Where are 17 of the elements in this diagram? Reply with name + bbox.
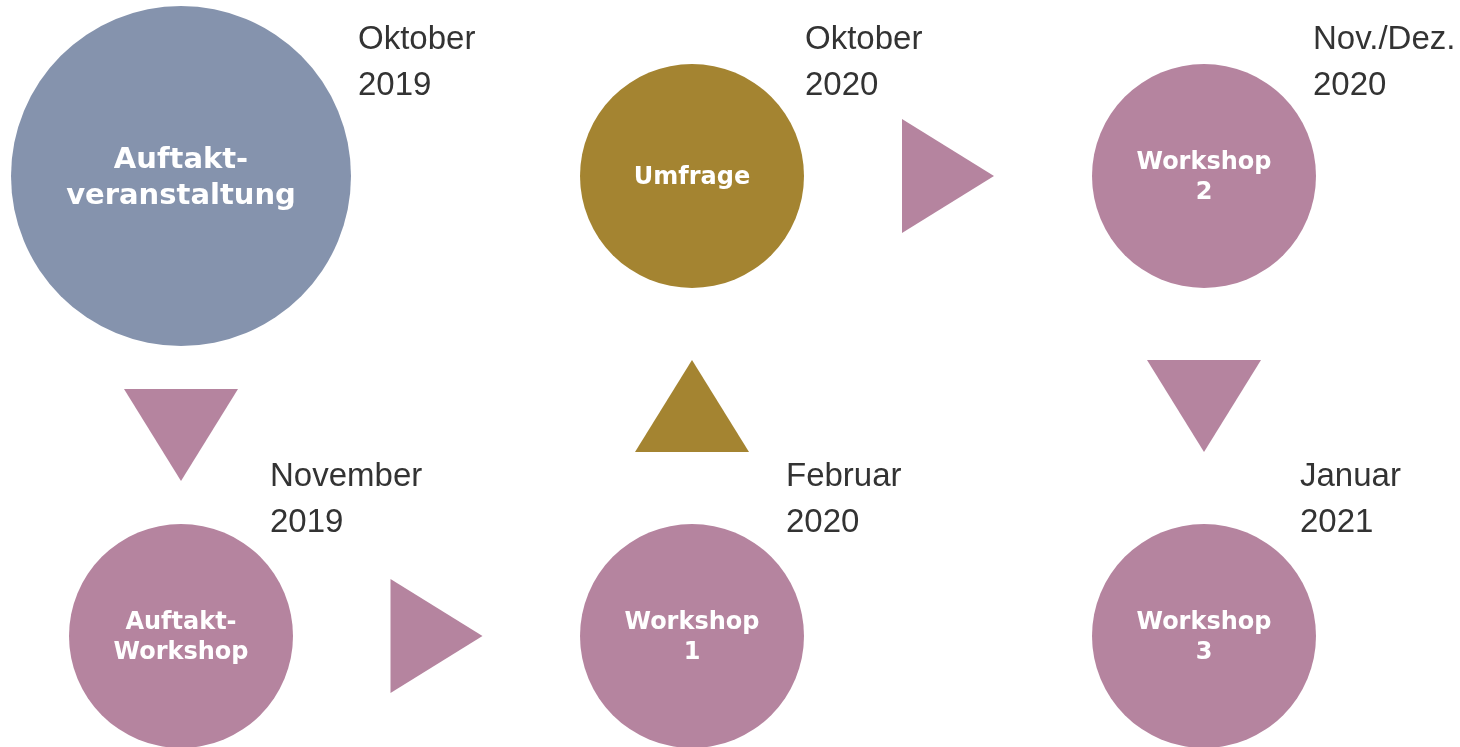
date-label: Februar 2020 — [786, 455, 902, 541]
date-label: Januar 2021 — [1300, 455, 1401, 541]
arrow-triangle — [390, 579, 483, 693]
arrow-triangle — [902, 119, 994, 233]
node-label: Auftakt- Workshop — [113, 606, 249, 666]
node-label: Workshop 3 — [1136, 606, 1272, 666]
node-label: Auftakt- veranstaltung — [66, 139, 296, 213]
node-label: Workshop 1 — [624, 606, 760, 666]
date-label: Oktober 2019 — [358, 18, 476, 104]
arrow-triangle — [1147, 360, 1261, 452]
date-label: Oktober 2020 — [805, 18, 923, 104]
node-label: Umfrage — [633, 161, 751, 191]
date-label: Nov./Dez. 2020 — [1313, 18, 1456, 104]
date-label: November 2019 — [270, 455, 423, 541]
node-label: Workshop 2 — [1136, 146, 1272, 206]
arrow-triangle — [635, 360, 749, 452]
arrow-triangle — [124, 389, 238, 481]
